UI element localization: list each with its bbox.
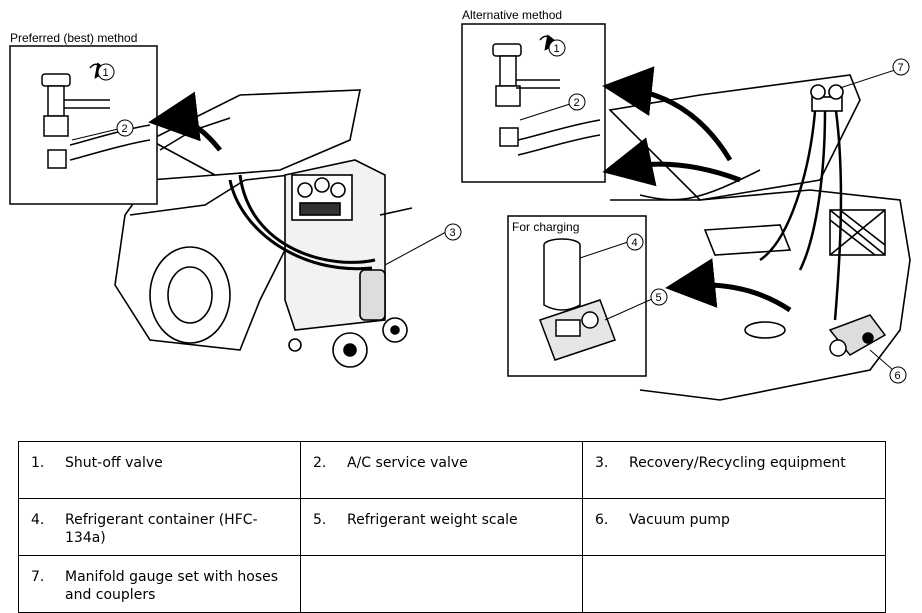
svg-text:2: 2	[122, 123, 128, 135]
callout-4: 4	[579, 233, 644, 259]
svg-text:1: 1	[103, 67, 109, 79]
alternative-method-label: Alternative method	[462, 8, 562, 22]
vacuum-pump	[828, 314, 887, 357]
legend-number: 5.	[313, 512, 327, 528]
legend-text: Vacuum pump	[629, 512, 730, 528]
shut-off-valve-figure-right	[492, 34, 601, 156]
legend-cell: 3. Recovery/Recycling equipment	[582, 441, 886, 499]
legend-row: 1. Shut-off valve 2. A/C service valve 3. R…	[18, 441, 886, 499]
direction-arrows	[148, 66, 792, 313]
callout-2-right: 2	[519, 93, 586, 121]
callout-1-left: 1	[97, 63, 115, 81]
callout-1-right: 1	[548, 39, 566, 57]
svg-text:7: 7	[898, 62, 904, 74]
shut-off-valve-figure-left	[41, 62, 151, 169]
manifold-gauge-set	[759, 84, 844, 321]
preferred-method-inset	[9, 45, 158, 205]
legend-cell-empty	[582, 555, 886, 613]
legend-cell: 1. Shut-off valve	[18, 441, 301, 499]
legend-cell: 5. Refrigerant weight scale	[300, 498, 583, 556]
right-vehicle	[608, 74, 911, 401]
refrigerant-container-figure	[539, 238, 616, 361]
svg-text:4: 4	[632, 237, 638, 249]
preferred-method-label: Preferred (best) method	[10, 31, 137, 45]
legend-number: 2.	[313, 455, 327, 471]
legend-number: 4.	[31, 512, 45, 528]
svg-text:5: 5	[656, 292, 662, 304]
legend-text: Refrigerant container (HFC-134a)	[65, 512, 258, 546]
legend-text: Recovery/Recycling equipment	[629, 455, 846, 471]
legend-text: Manifold gauge set with hoses and couple…	[65, 569, 279, 603]
legend-number: 6.	[595, 512, 609, 528]
legend-number: 7.	[31, 569, 45, 585]
legend-cell: 7. Manifold gauge set with hoses and coup…	[18, 555, 301, 613]
legend-cell: 4. Refrigerant container (HFC-134a)	[18, 498, 301, 556]
legend-cell: 6. Vacuum pump	[582, 498, 886, 556]
legend-text: A/C service valve	[347, 455, 468, 471]
callout-5: 5	[604, 288, 668, 321]
callout-markers: 1 2 3 1 2 4 5	[71, 39, 910, 384]
charging-label: For charging	[512, 220, 579, 234]
legend-table: 1. Shut-off valve 2. A/C service valve 3. R…	[18, 441, 886, 613]
legend-row: 7. Manifold gauge set with hoses and coup…	[18, 555, 886, 613]
svg-text:1: 1	[554, 43, 560, 55]
recovery-recycling-equipment	[228, 159, 413, 368]
svg-text:2: 2	[574, 97, 580, 109]
callout-3: 3	[384, 223, 462, 266]
callout-7: 7	[839, 58, 910, 89]
callout-6: 6	[869, 349, 907, 384]
ac-service-diagram: Preferred (best) method Alternative meth…	[9, 8, 911, 401]
legend-number: 3.	[595, 455, 609, 471]
legend-cell: 2. A/C service valve	[300, 441, 583, 499]
legend-row: 4. Refrigerant container (HFC-134a) 5. Ref…	[18, 498, 886, 556]
legend-number: 1.	[31, 455, 45, 471]
svg-text:3: 3	[450, 227, 456, 239]
legend-text: Shut-off valve	[65, 455, 163, 471]
callout-2-left: 2	[71, 119, 134, 141]
legend-cell-empty	[300, 555, 583, 613]
legend-text: Refrigerant weight scale	[347, 512, 518, 528]
svg-text:6: 6	[895, 370, 901, 382]
